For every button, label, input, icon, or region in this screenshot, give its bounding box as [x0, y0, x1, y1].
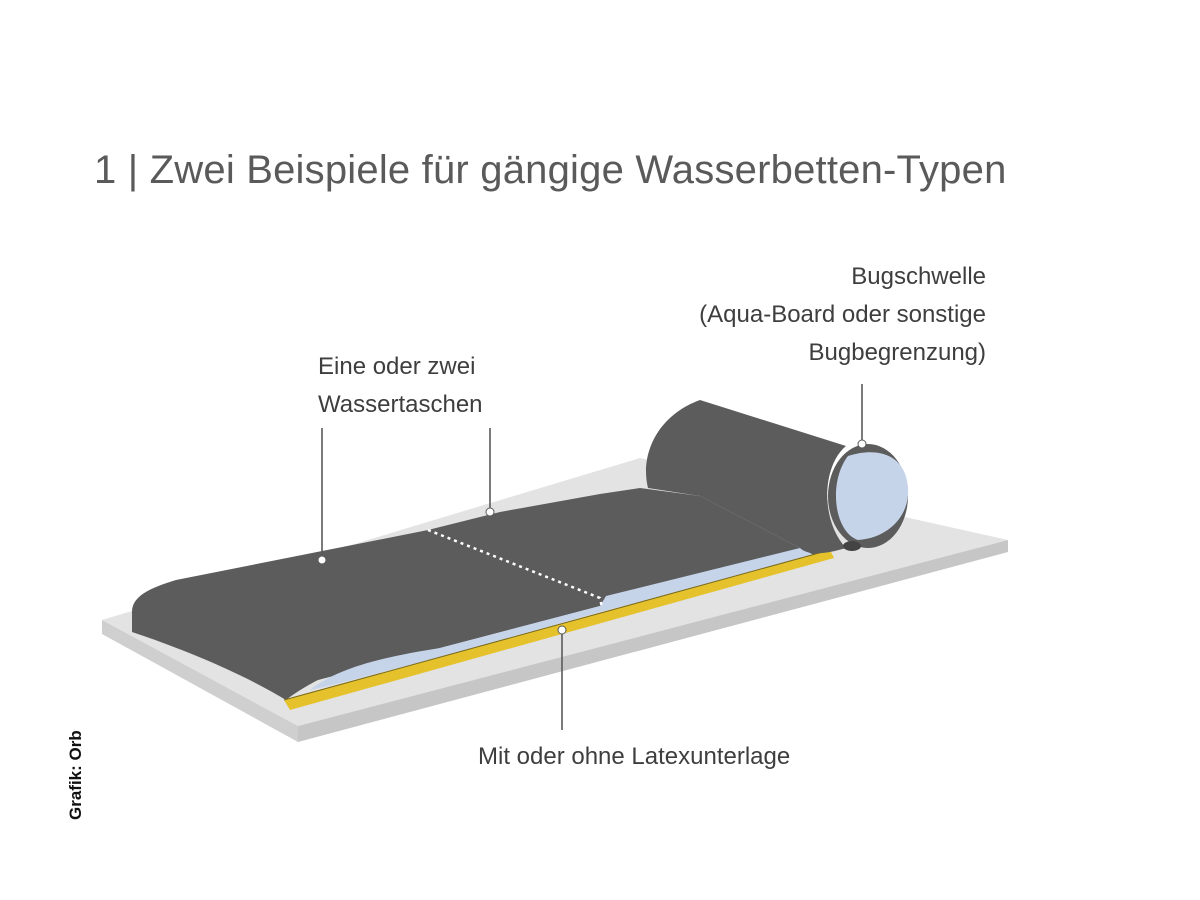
leader-bugschwelle-dot: [857, 439, 867, 449]
label-bugschwelle-line-3: Bugbegrenzung): [808, 339, 986, 366]
pouch-divider: [427, 528, 604, 609]
diagram-title: 1 | Zwei Beispiele für gängige Wasserbet…: [94, 148, 1007, 192]
mattress-shell: [132, 488, 828, 700]
water-pocket: [310, 548, 816, 690]
label-bugschwelle-line-2: (Aqua-Board oder sonstige: [699, 301, 986, 328]
bugschwelle-roll: [646, 400, 846, 554]
base-board-front-edge: [298, 540, 1008, 742]
label-wassertaschen-line-2: Wassertaschen: [318, 391, 483, 418]
base-board-edge: [102, 620, 298, 742]
latex-strip-edge: [283, 549, 831, 701]
label-wassertaschen: Eine oder zwei Wassertaschen: [318, 348, 483, 424]
leader-wassertaschen-1-dot: [317, 555, 327, 565]
label-bugschwelle: Bugschwelle (Aqua-Board oder sonstige Bu…: [699, 258, 986, 372]
label-wassertaschen-line-1: Eine oder zwei: [318, 353, 476, 380]
leader-wassertaschen-2-dot: [485, 507, 495, 517]
label-bugschwelle-line-1: Bugschwelle: [851, 263, 986, 290]
bugschwelle-end-face: [835, 452, 909, 540]
label-latexunterlage: Mit oder ohne Latexunterlage: [478, 743, 791, 770]
leader-latex-dot: [557, 625, 567, 635]
bugschwelle-foot: [843, 541, 861, 551]
